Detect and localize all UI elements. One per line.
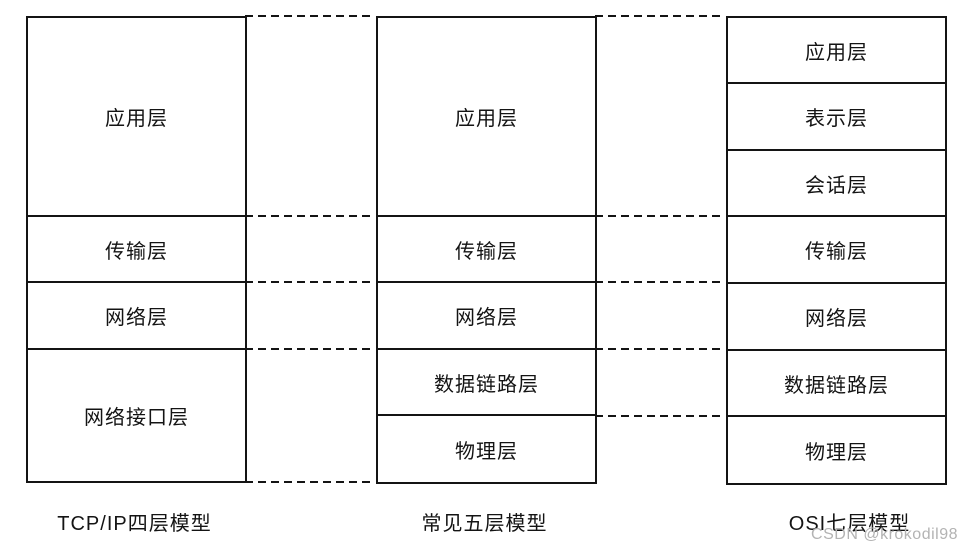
connector-dashed-line xyxy=(245,15,375,17)
osi-network-layer: 网络层 xyxy=(728,284,945,351)
tcpip-transport-layer: 传输层 xyxy=(28,217,245,283)
layer-label: 传输层 xyxy=(105,240,168,263)
osi-transport-layer: 传输层 xyxy=(728,217,945,284)
connector-dashed-line xyxy=(595,348,725,350)
layer-label: 应用层 xyxy=(105,108,168,130)
five-network-layer: 网络层 xyxy=(378,283,595,350)
column-title-osi: OSI七层模型 xyxy=(788,513,911,535)
five-application-layer: 应用层 xyxy=(378,18,595,217)
tcpip-application-layer: 应用层 xyxy=(28,18,245,217)
tcpip-network-layer: 网络层 xyxy=(28,283,245,350)
layer-label: 物理层 xyxy=(805,441,868,464)
layer-label: 网络层 xyxy=(105,307,168,329)
tcpip-network-interface-layer: 网络接口层 xyxy=(28,350,245,481)
five-layer-model-column: 应用层 传输层 网络层 数据链路层 物理层 xyxy=(376,16,597,484)
connector-dashed-line xyxy=(245,348,375,350)
osi-datalink-layer: 数据链路层 xyxy=(728,351,945,417)
connector-dashed-line xyxy=(595,281,725,283)
layer-label: 网络层 xyxy=(805,308,868,330)
layer-label: 网络层 xyxy=(455,307,518,329)
connector-dashed-line xyxy=(595,15,725,17)
column-title-five: 常见五层模型 xyxy=(421,513,548,535)
osi-session-layer: 会话层 xyxy=(728,151,945,217)
layer-label: 传输层 xyxy=(805,241,868,263)
layer-label: 表示层 xyxy=(805,108,868,130)
connector-dashed-line xyxy=(245,215,375,217)
osi-application-layer: 应用层 xyxy=(728,18,945,84)
connector-dashed-line xyxy=(245,481,375,483)
tcpip-model-column: 应用层 传输层 网络层 网络接口层 xyxy=(26,16,247,483)
layer-label: 应用层 xyxy=(805,41,868,64)
layer-label: 网络接口层 xyxy=(84,407,189,429)
five-datalink-layer: 数据链路层 xyxy=(378,350,595,416)
connector-dashed-line xyxy=(595,215,725,217)
osi-model-column: 应用层 表示层 会话层 传输层 网络层 数据链路层 物理层 xyxy=(726,16,947,485)
connector-dashed-line xyxy=(595,415,725,417)
layer-label: 数据链路层 xyxy=(784,374,889,397)
layer-label: 数据链路层 xyxy=(434,373,539,396)
layer-label: 物理层 xyxy=(455,440,518,463)
connector-dashed-line xyxy=(245,281,375,283)
layer-label: 应用层 xyxy=(455,108,518,130)
five-transport-layer: 传输层 xyxy=(378,217,595,283)
osi-physical-layer: 物理层 xyxy=(728,417,945,483)
column-title-tcpip: TCP/IP四层模型 xyxy=(57,513,212,535)
five-physical-layer: 物理层 xyxy=(378,416,595,482)
osi-presentation-layer: 表示层 xyxy=(728,84,945,151)
layer-label: 传输层 xyxy=(455,240,518,263)
layer-label: 会话层 xyxy=(805,174,868,197)
watermark: CSDN @krokodil98 xyxy=(811,526,958,543)
